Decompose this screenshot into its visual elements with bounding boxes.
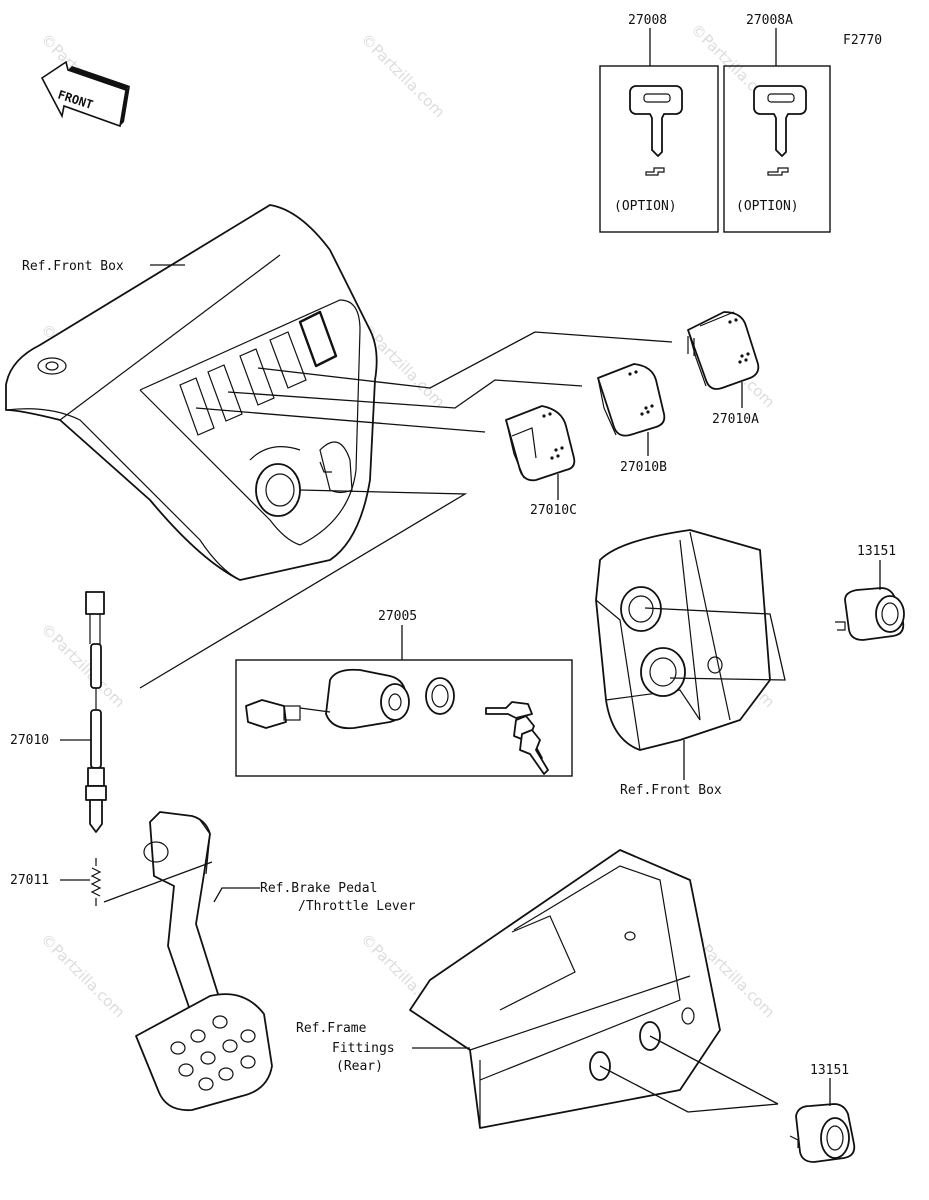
leader-line	[139, 489, 468, 689]
part-number-27011: 27011	[10, 873, 49, 888]
part-number-27008a: 27008A	[746, 13, 793, 28]
power-socket-13151	[835, 560, 905, 641]
part-number-27010c: 27010C	[530, 503, 577, 518]
rear-frame-fittings	[409, 849, 721, 1129]
leader-line	[213, 887, 260, 903]
part-number-27008: 27008	[628, 13, 667, 28]
spring-27011	[90, 858, 102, 906]
part-note: (OPTION)	[736, 199, 799, 214]
front-box-right-panel	[595, 529, 771, 751]
front-arrow-icon: FRONT	[40, 60, 130, 128]
figure-code: F2770	[843, 33, 882, 48]
leader-line	[227, 379, 583, 409]
rocker-switch-27010a	[687, 311, 760, 408]
leader-line	[649, 1035, 779, 1105]
key-option-27008a: 27008A (OPTION)	[723, 13, 831, 233]
watermark: ©Partzilla.com	[37, 620, 128, 711]
ref-frame-line3: (Rear)	[336, 1059, 383, 1074]
leader-line	[644, 607, 786, 681]
watermark: ©Partzilla.com	[357, 30, 448, 121]
ref-front-box-right: Ref.Front Box	[620, 783, 722, 798]
key-icon	[629, 85, 683, 157]
ref-brake-pedal-line1: Ref.Brake Pedal	[260, 881, 377, 896]
part-number-13151-top: 13151	[857, 544, 896, 559]
brake-pedal	[135, 811, 273, 1112]
part-number-27005: 27005	[378, 609, 417, 624]
key-option-27008: 27008 (OPTION)	[599, 13, 719, 233]
rocker-switch-27010b	[597, 363, 666, 456]
ignition-switch-27005	[245, 668, 549, 775]
switch-slots	[179, 310, 338, 436]
power-socket-13151	[789, 1078, 856, 1163]
leader-line	[103, 861, 213, 903]
part-number-27010: 27010	[10, 733, 49, 748]
part-note: (OPTION)	[614, 199, 677, 214]
part-number-27010a: 27010A	[712, 412, 759, 427]
leader-line	[599, 1065, 779, 1113]
watermark: ©Partzilla.com	[37, 930, 128, 1021]
part-number-13151-bottom: 13151	[810, 1063, 849, 1078]
ignition-hole-icon	[249, 441, 353, 517]
ref-frame-line2: Fittings	[332, 1041, 395, 1056]
leader-line	[195, 407, 486, 433]
ref-brake-pedal-line2: /Throttle Lever	[298, 899, 416, 914]
leader-line	[257, 331, 673, 389]
rocker-switch-27010c	[505, 405, 576, 500]
ignition-kit-box	[235, 659, 573, 777]
key-icon	[753, 85, 807, 157]
front-box-dashboard	[5, 204, 378, 581]
ref-front-box-top: Ref.Front Box	[22, 259, 124, 274]
part-number-27010b: 27010B	[620, 460, 667, 475]
brake-switch-27010	[85, 591, 107, 833]
ref-frame-line1: Ref.Frame	[296, 1021, 367, 1036]
